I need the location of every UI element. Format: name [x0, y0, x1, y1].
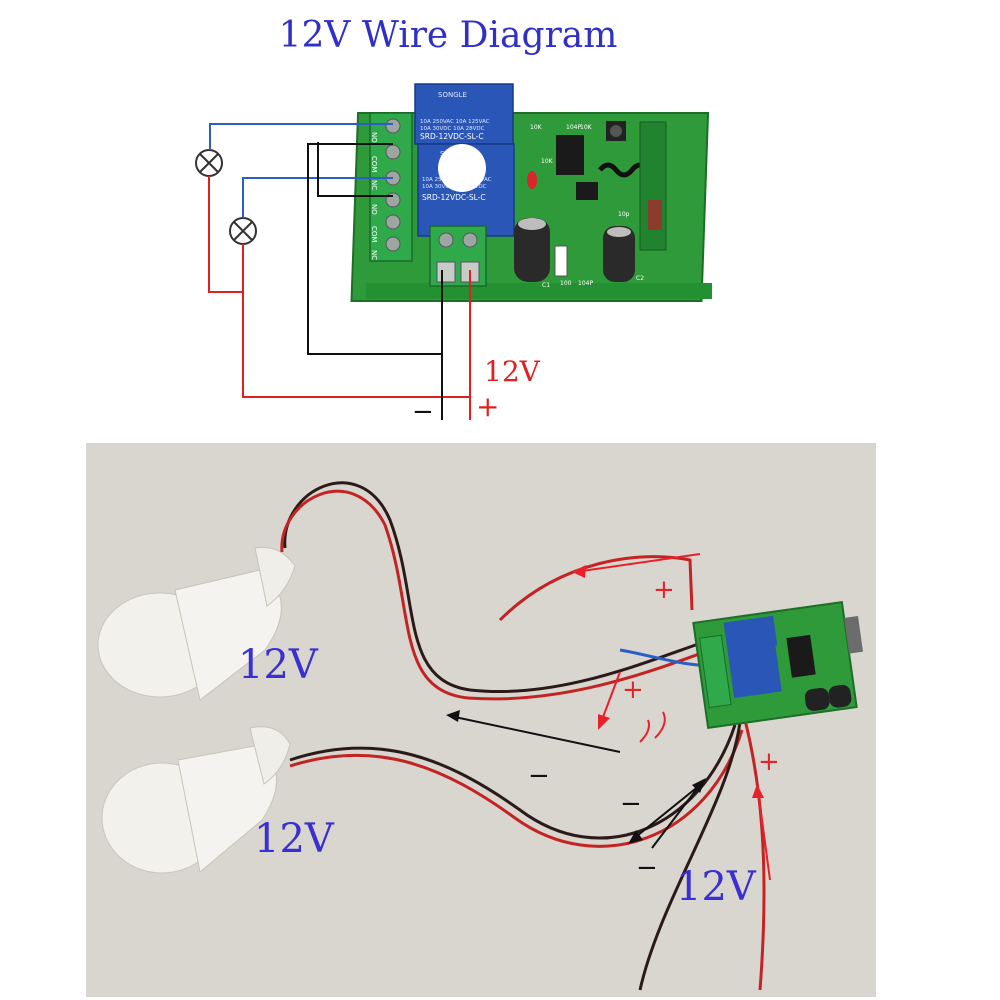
bulb-bottom	[101, 726, 291, 874]
pcb-label: 10p	[618, 211, 630, 218]
terminal-label: NO	[370, 204, 378, 215]
arrow-black-bottom	[631, 784, 701, 841]
pcb-label: 104P	[578, 280, 593, 287]
terminal-label: NC	[370, 250, 378, 260]
arrowhead	[628, 830, 643, 844]
relay-top: SONGLE 10A 250VAC 10A 125VAC 10A 30VDC 1…	[414, 83, 514, 145]
capacitor-c1	[514, 218, 550, 282]
wire-black-top	[283, 481, 711, 694]
pcb-label: 10K	[580, 124, 593, 131]
arrow-red-curve	[654, 711, 666, 739]
plus-label: +	[476, 390, 499, 423]
capacitor-c1-top	[518, 218, 546, 230]
relay-rating-line: 10A 30VDC 10A 28VDC	[420, 126, 485, 132]
terminal-label: COM	[370, 226, 378, 242]
wire-red-supply	[498, 555, 694, 622]
wiring-photo: 12V 12V 12V + + + − − −	[86, 443, 876, 997]
arrow-red-power	[757, 789, 771, 881]
minus-label: −	[620, 789, 642, 819]
crystal	[648, 200, 662, 230]
resistor	[554, 245, 568, 277]
terminal-block-left	[369, 112, 413, 262]
pcb-label: 10K	[541, 158, 554, 165]
terminal-label: COM	[370, 156, 378, 172]
relay-bottom: SONGLE 10A 250VAC 10A 125VAC 10A 30VDC 1…	[417, 143, 515, 237]
wire-black-com1	[307, 143, 442, 355]
bulb-voltage-label-top: 12V	[238, 642, 319, 688]
lamp-symbol-top	[195, 149, 223, 177]
supply-voltage-label: 12V	[484, 355, 541, 388]
arrowhead	[752, 784, 764, 798]
wire-blue-lamp2	[242, 177, 393, 218]
diagram-title: 12V Wire Diagram	[279, 15, 618, 56]
pcb-label: 100	[560, 280, 572, 287]
pcb-edge	[366, 283, 712, 299]
wire-red-lamp1	[208, 176, 243, 293]
wire-red-power	[743, 719, 766, 991]
arrowhead	[446, 710, 460, 722]
relay-model: SRD-12VDC-SL-C	[420, 132, 484, 141]
relay-board-photo	[692, 600, 863, 730]
wire-black-power	[638, 721, 742, 991]
relay-model: SRD-12VDC-SL-C	[422, 193, 486, 202]
lamp-symbol-bottom	[229, 217, 257, 245]
wire-blue-lamp1	[209, 123, 393, 150]
minus-label: −	[528, 761, 550, 791]
pcb-label: C2	[636, 275, 644, 282]
pcb-label: 10K	[530, 124, 543, 131]
terminal-label: NC	[370, 180, 378, 190]
arrow-black-power	[651, 781, 703, 849]
wire-red-return	[242, 244, 470, 398]
minus-label: −	[412, 397, 434, 427]
supply-voltage-label-photo: 12V	[676, 864, 757, 910]
terminal-label: NO	[370, 132, 378, 143]
arrowhead	[598, 714, 610, 730]
power-terminal	[429, 225, 487, 287]
relay-sticker	[438, 144, 486, 192]
wire-black-com2	[317, 142, 393, 197]
capacitor-c2	[603, 226, 635, 282]
arrowhead	[692, 778, 706, 793]
pcb-components	[514, 121, 667, 282]
transistor	[576, 182, 598, 200]
rf-module	[639, 121, 667, 251]
arrow-red-supply	[574, 553, 701, 573]
bulb-voltage-label-bottom: 12V	[254, 816, 335, 862]
pcb-label: C1	[542, 282, 550, 289]
schematic: NO COM NC NO COM NC SONGLE 10A 250VAC 10…	[195, 83, 712, 427]
ic-chip	[556, 135, 584, 175]
wire-red-bottom	[289, 729, 744, 848]
wire-red-top	[280, 489, 711, 701]
pcb-label: 104P	[566, 124, 581, 131]
capacitor-c2-top	[607, 227, 631, 237]
relay-ratings: 10A 250VAC 10A 125VAC 10A 30VDC 10A 28VD…	[420, 119, 491, 132]
led	[527, 171, 537, 189]
plus-label: +	[622, 675, 644, 705]
arrow-red-curve	[639, 719, 650, 743]
plus-label: +	[758, 747, 780, 777]
arrowhead	[572, 565, 586, 578]
minus-label: −	[636, 853, 658, 883]
bulb-top	[97, 546, 296, 701]
arrow-black-top	[449, 715, 621, 753]
plus-label: +	[653, 575, 675, 605]
relay-rating-line: 10A 250VAC 10A 125VAC	[420, 119, 490, 125]
relay-brand: SONGLE	[438, 91, 467, 99]
push-button-cap	[610, 125, 622, 137]
